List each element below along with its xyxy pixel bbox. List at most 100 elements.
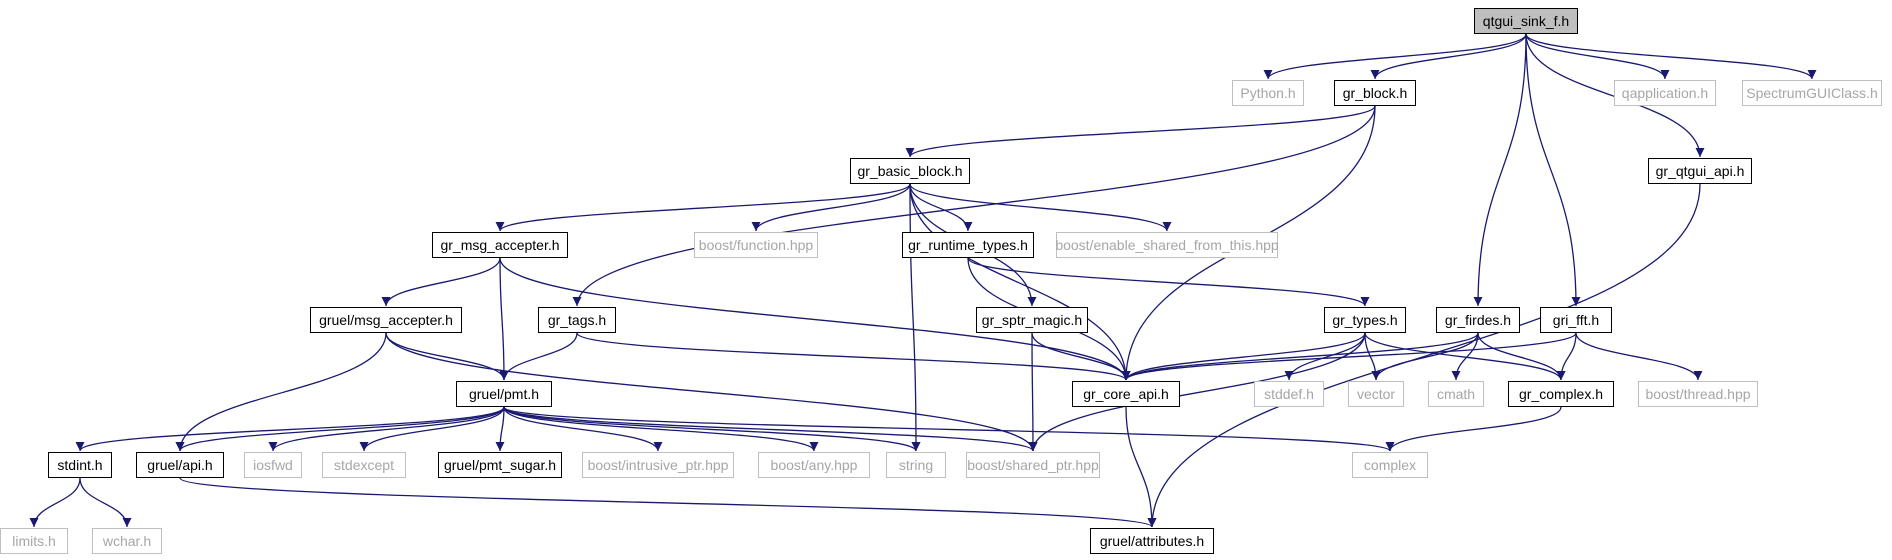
node-gr-block[interactable]: gr_block.h (1334, 80, 1416, 106)
edge-qtgui-sink-f-to-spectrumgui (1525, 33, 1817, 80)
node-label: qtgui_sink_f.h (1482, 13, 1570, 29)
node-label: qapplication.h (1621, 85, 1709, 101)
edge-gr-msg-accepter-to-gr-core-api (499, 257, 1131, 381)
edge-gruel-pmt-to-gruel-api (175, 406, 505, 452)
edge-qtgui-sink-f-to-gr-qtgui-api (1525, 33, 1705, 158)
edge-stdint-to-limits (29, 477, 81, 528)
edge-gruel-pmt-to-boost-any (503, 406, 819, 452)
node-label: gr_sptr_magic.h (981, 312, 1083, 328)
node-label: gr_block.h (1342, 85, 1408, 101)
node-gr-tags[interactable]: gr_tags.h (538, 307, 616, 333)
node-qapplication: qapplication.h (1614, 80, 1716, 106)
edge-gr-firdes-to-cmath (1451, 332, 1479, 381)
node-gruel-attributes[interactable]: gruel/attributes.h (1090, 528, 1214, 554)
node-label: gr_qtgui_api.h (1655, 163, 1745, 179)
edge-gr-qtgui-api-to-gruel-attributes (1147, 183, 1701, 528)
node-gr-basic-block[interactable]: gr_basic_block.h (850, 158, 970, 184)
edge-gr-types-to-gr-complex (1364, 332, 1566, 381)
node-boost-esft: boost/enable_shared_from_this.hpp (1055, 232, 1279, 258)
edge-gr-basic-block-to-boost-function (751, 183, 911, 232)
edge-gruel-pmt-to-string (503, 406, 921, 452)
node-gr-msg-accepter[interactable]: gr_msg_accepter.h (432, 232, 568, 258)
edge-gr-block-to-gr-basic-block (905, 105, 1376, 158)
node-boost-thread: boost/thread.hpp (1638, 381, 1758, 407)
edge-gr-basic-block-to-gr-msg-accepter (495, 183, 911, 232)
edge-gr-types-to-gr-core-api (1121, 332, 1366, 381)
node-label: SpectrumGUIClass.h (1746, 85, 1878, 101)
edge-gr-firdes-to-gr-core-api (1121, 332, 1479, 381)
node-label: complex (1363, 457, 1417, 473)
edge-gruel-msg-accepter-to-boost-shared (385, 332, 1038, 452)
node-label: gr_complex.h (1518, 386, 1604, 402)
node-label: stdint.h (57, 457, 103, 473)
node-label: gri_fft.h (1552, 312, 1600, 328)
edge-gruel-pmt-to-complex (503, 406, 1395, 452)
node-string: string (886, 452, 946, 478)
node-gruel-pmt[interactable]: gruel/pmt.h (456, 381, 552, 407)
node-boost-any: boost/any.hpp (758, 452, 870, 478)
edge-qtgui-sink-f-to-gri-fft (1525, 33, 1581, 307)
edge-gr-msg-accepter-to-gruel-msg-accepter (381, 257, 501, 307)
node-gr-runtime-types[interactable]: gr_runtime_types.h (902, 232, 1034, 258)
edge-gr-basic-block-to-string (909, 183, 921, 452)
node-gr-firdes[interactable]: gr_firdes.h (1436, 307, 1520, 333)
node-label: gr_tags.h (547, 312, 607, 328)
edge-gri-fft-to-gr-core-api (1121, 332, 1577, 381)
node-qtgui-sink-f[interactable]: qtgui_sink_f.h (1474, 8, 1578, 34)
edge-gr-basic-block-to-boost-esft (909, 183, 1172, 232)
node-label: stddef.h (1264, 386, 1314, 402)
node-gruel-api[interactable]: gruel/api.h (136, 452, 224, 478)
node-cmath: cmath (1428, 381, 1484, 407)
edge-gr-firdes-to-vector (1371, 332, 1479, 381)
node-gruel-pmt-sugar[interactable]: gruel/pmt_sugar.h (438, 452, 562, 478)
node-label: gr_basic_block.h (857, 163, 963, 179)
node-gri-fft[interactable]: gri_fft.h (1540, 307, 1612, 333)
edge-gruel-msg-accepter-to-gruel-pmt (385, 332, 509, 381)
edge-gri-fft-to-gr-complex (1556, 332, 1577, 381)
node-gr-complex[interactable]: gr_complex.h (1508, 381, 1614, 407)
edge-gr-types-to-stddef (1284, 332, 1366, 381)
node-label: gruel/attributes.h (1099, 533, 1205, 549)
node-label: stdexcept (334, 457, 394, 473)
node-label: string (898, 457, 934, 473)
node-stdint[interactable]: stdint.h (48, 452, 112, 478)
node-label: gr_types.h (1332, 312, 1398, 328)
node-gr-core-api[interactable]: gr_core_api.h (1072, 381, 1180, 407)
node-iosfwd: iosfwd (244, 452, 302, 478)
edge-gruel-pmt-to-boost-intrusive (503, 406, 663, 452)
node-label: boost/function.hpp (698, 237, 814, 253)
node-gruel-msg-accepter[interactable]: gruel/msg_accepter.h (310, 307, 462, 333)
edge-gruel-api-to-gruel-attributes (179, 477, 1157, 528)
node-stddef: stddef.h (1254, 381, 1324, 407)
node-label: vector (1356, 386, 1396, 402)
node-label: Python.h (1240, 85, 1296, 101)
node-gr-sptr-magic[interactable]: gr_sptr_magic.h (976, 307, 1088, 333)
node-gr-qtgui-api[interactable]: gr_qtgui_api.h (1648, 158, 1752, 184)
edge-gruel-pmt-to-stdint (75, 406, 505, 452)
edge-gr-block-to-gr-tags (572, 105, 1376, 307)
node-label: gr_core_api.h (1083, 386, 1169, 402)
edge-qtgui-sink-f-to-gr-block (1370, 33, 1527, 80)
edge-gr-basic-block-to-gr-core-api (909, 183, 1131, 381)
node-label: gr_runtime_types.h (908, 237, 1028, 253)
node-label: gruel/msg_accepter.h (319, 312, 453, 328)
node-limits: limits.h (0, 528, 68, 554)
node-label: gr_msg_accepter.h (440, 237, 560, 253)
edge-gruel-pmt-to-stdexcept (359, 406, 505, 452)
node-label: gr_firdes.h (1444, 312, 1512, 328)
node-label: boost/any.hpp (770, 457, 858, 473)
node-label: limits.h (12, 533, 56, 549)
node-label: wchar.h (102, 533, 152, 549)
node-boost-function: boost/function.hpp (694, 232, 818, 258)
edge-gr-tags-to-gr-core-api (576, 332, 1131, 381)
node-label: boost/shared_ptr.hpp (967, 457, 1099, 473)
edge-qtgui-sink-f-to-qapplication (1525, 33, 1670, 80)
edge-gruel-msg-accepter-to-gruel-api (175, 332, 387, 452)
node-gr-types[interactable]: gr_types.h (1324, 307, 1406, 333)
edge-gr-runtime-types-to-gr-types (967, 257, 1370, 307)
node-label: cmath (1436, 386, 1476, 402)
node-wchar: wchar.h (92, 528, 162, 554)
edge-gr-complex-to-complex (1385, 406, 1562, 452)
